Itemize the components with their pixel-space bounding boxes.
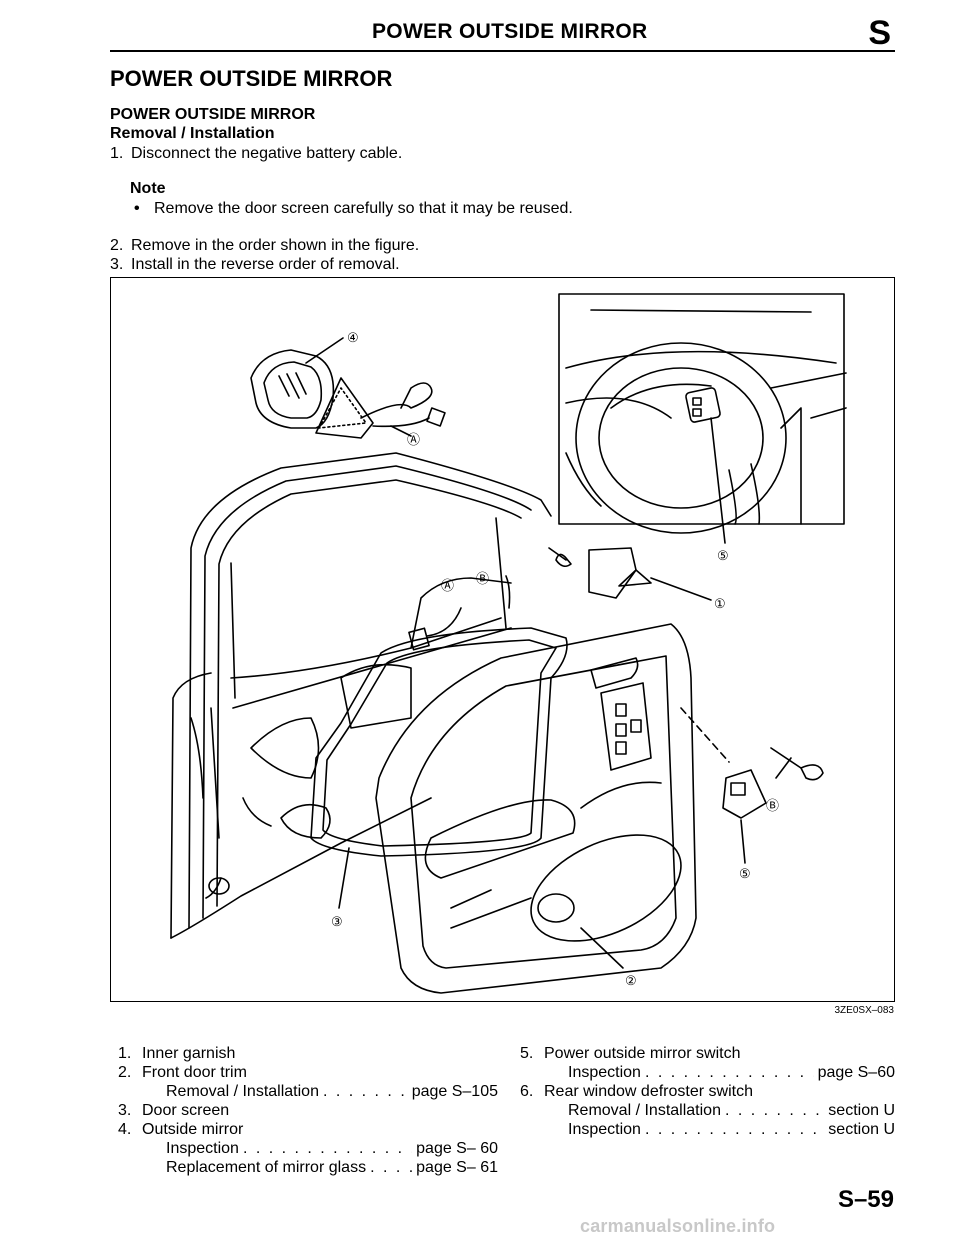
list-item: 4.Outside mirror bbox=[118, 1121, 244, 1138]
callout-a-top: Ⓐ bbox=[407, 432, 420, 447]
step-text: Install in the reverse order of removal. bbox=[131, 256, 400, 273]
callout-a-mid: Ⓐ bbox=[441, 578, 454, 593]
step-text: Remove in the order shown in the figure. bbox=[131, 237, 420, 254]
step-1: 1. Disconnect the negative battery cable. bbox=[110, 145, 402, 163]
callout-6: ⑤ bbox=[717, 548, 729, 563]
callout-1: ① bbox=[714, 596, 726, 611]
page-reference: page S–105 bbox=[411, 1083, 498, 1100]
section-reference: section U bbox=[828, 1102, 895, 1119]
section-reference: section U bbox=[828, 1121, 895, 1138]
parts-list-right: 5.Power outside mirror switch Inspection… bbox=[520, 1044, 895, 1139]
step-text: Disconnect the negative battery cable. bbox=[131, 145, 403, 162]
list-item: Replacement of mirror glasspage S– 61 bbox=[118, 1158, 498, 1177]
door-diagram: ④ Ⓐ ⑤ ① Ⓐ Ⓑ Ⓑ ⑤ ③ ② bbox=[170, 293, 847, 994]
header-title: POWER OUTSIDE MIRROR bbox=[372, 20, 648, 43]
note-bullet: • Remove the door screen carefully so tha… bbox=[134, 200, 573, 218]
bullet-icon: • bbox=[134, 200, 140, 217]
door-frame bbox=[170, 452, 552, 939]
outside-mirror bbox=[250, 349, 446, 439]
inner-garnish bbox=[548, 547, 652, 599]
list-item: Inspectionpage S– 60 bbox=[118, 1139, 498, 1158]
list-item: Removal / Installationpage S–105 bbox=[118, 1082, 498, 1101]
callout-3: ③ bbox=[331, 914, 343, 929]
page-reference: page S–60 bbox=[817, 1064, 895, 1081]
parts-list-left: 1.Inner garnish 2.Front door trim Remova… bbox=[118, 1044, 498, 1177]
step-3: 3. Install in the reverse order of remova… bbox=[110, 256, 400, 274]
list-item: Inspectionsection U bbox=[520, 1120, 895, 1139]
callout-2: ② bbox=[625, 973, 637, 988]
list-item: 2.Front door trim bbox=[118, 1064, 247, 1081]
door-trim bbox=[375, 623, 697, 994]
step-number: 1. bbox=[110, 145, 124, 162]
mirror-switch bbox=[722, 747, 824, 819]
page-reference: page S– 61 bbox=[416, 1159, 498, 1176]
note-text: Remove the door screen carefully so that… bbox=[154, 200, 573, 217]
step-number: 3. bbox=[110, 256, 124, 273]
figure-code: 3ZE0SX–083 bbox=[834, 1005, 895, 1016]
callout-b-mid: Ⓑ bbox=[476, 571, 489, 586]
section-letter: S bbox=[868, 14, 891, 52]
note-label: Note bbox=[130, 180, 166, 197]
procedure-heading: Removal / Installation bbox=[110, 125, 275, 142]
list-item: 3.Door screen bbox=[118, 1102, 230, 1119]
section-subtitle: POWER OUTSIDE MIRROR bbox=[110, 106, 316, 123]
watermark: carmanualsonline.info bbox=[580, 1216, 776, 1236]
list-item: 5.Power outside mirror switch bbox=[520, 1045, 741, 1062]
dashboard-inset bbox=[558, 293, 847, 534]
exploded-view-figure: ④ Ⓐ ⑤ ① Ⓐ Ⓑ Ⓑ ⑤ ③ ② bbox=[110, 277, 895, 1002]
callout-4: ④ bbox=[347, 330, 359, 345]
list-item: Inspectionpage S–60 bbox=[520, 1063, 895, 1082]
step-2: 2. Remove in the order shown in the figur… bbox=[110, 237, 419, 255]
page-number: S–59 bbox=[837, 1186, 894, 1213]
page-reference: page S– 60 bbox=[416, 1140, 498, 1157]
page-title: POWER OUTSIDE MIRROR bbox=[110, 66, 393, 91]
callout-5: ⑤ bbox=[739, 866, 751, 881]
door-screen bbox=[310, 575, 568, 857]
callout-b-switch: Ⓑ bbox=[766, 798, 779, 813]
page-header: POWER OUTSIDE MIRROR S bbox=[110, 14, 895, 52]
list-item: 1.Inner garnish bbox=[118, 1045, 236, 1062]
step-number: 2. bbox=[110, 237, 124, 254]
callout-labels: ④ Ⓐ ⑤ ① Ⓐ Ⓑ Ⓑ ⑤ ③ ② bbox=[331, 330, 779, 988]
list-item: 6.Rear window defroster switch bbox=[520, 1083, 753, 1100]
list-item: Removal / Installationsection U bbox=[520, 1101, 895, 1120]
